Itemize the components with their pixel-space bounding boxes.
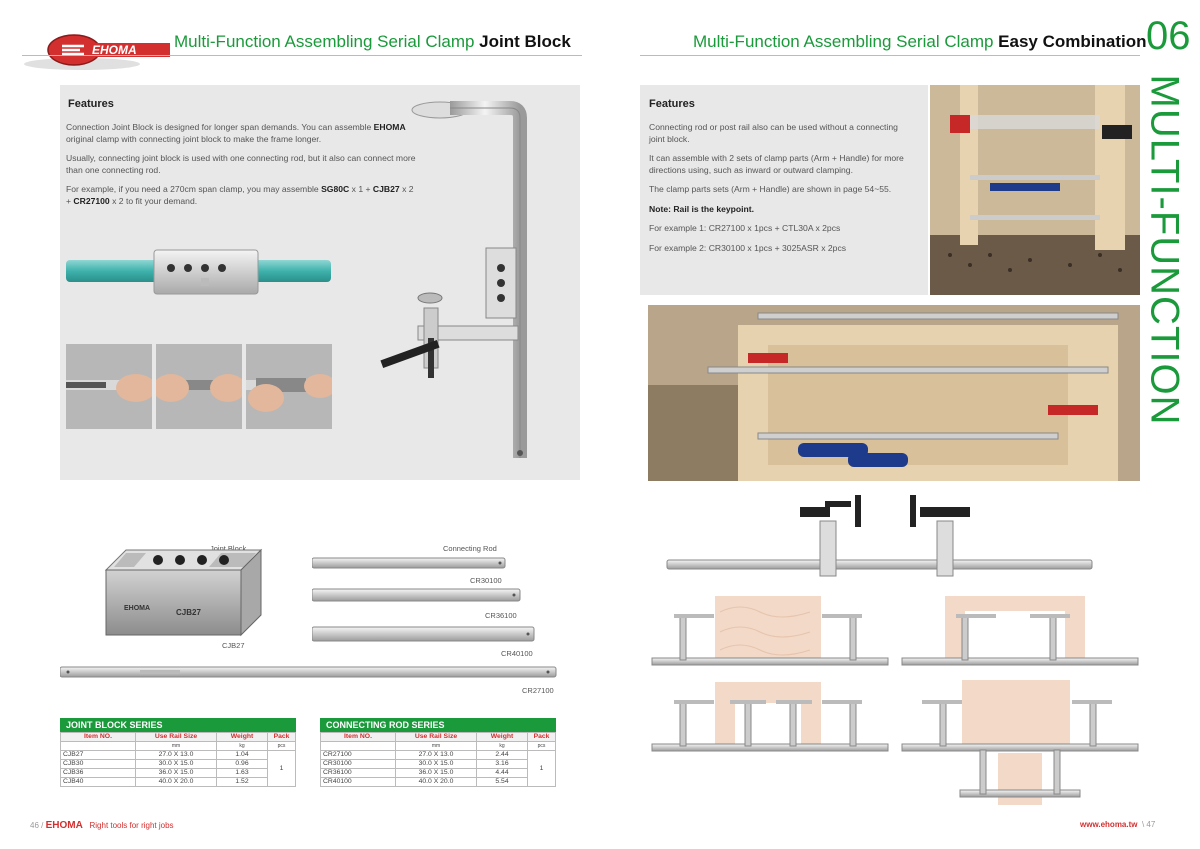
left-page-number: 46 /: [30, 821, 44, 830]
unit-pcs: pcs: [527, 741, 556, 751]
header-divider-right: [640, 55, 1140, 56]
connecting-rod-table-title: CONNECTING ROD SERIES: [320, 718, 556, 732]
right-feature-note: Note: Rail is the keypoint.: [649, 203, 755, 214]
section-number: 06: [1146, 14, 1191, 58]
workshop-photo-box-clamp: [648, 305, 1140, 481]
assembly-photo-2: [156, 344, 242, 429]
block-model-engraving: CJB27: [176, 608, 201, 617]
table-row: CR27100 27.0 X 13.0 2.44 1: [320, 750, 556, 787]
table-row: CJB36 36.0 X 15.0 1.63: [60, 768, 296, 778]
left-feature-paragraph-1: Connection Joint Block is designed for l…: [66, 122, 406, 144]
joint-block-table-title: JOINT BLOCK SERIES: [60, 718, 296, 732]
col-use-rail-size: Use Rail Size: [135, 732, 217, 742]
rod-cr36100: [311, 587, 522, 603]
right-page-number: \ 47: [1141, 820, 1156, 829]
rod-cr40100: [311, 625, 537, 643]
logo-text: EHOMA: [92, 43, 137, 57]
table-row: CR30100 30.0 X 15.0 3.16: [320, 759, 556, 769]
col-pack: Pack: [267, 732, 296, 742]
header-divider-left: [22, 55, 582, 56]
right-features-panel: [640, 85, 928, 295]
table-row: CJB30 30.0 X 15.0 0.96: [60, 759, 296, 769]
col-pack: Pack: [527, 732, 556, 742]
workshop-photo-frame-clamp: [930, 85, 1140, 295]
combination-diagram-3: [650, 678, 890, 758]
connecting-rod-series-table: CONNECTING ROD SERIES Item NO. Use Rail …: [320, 718, 556, 787]
unit-pcs: pcs: [267, 741, 296, 751]
serial-clamp-illustration: [370, 98, 540, 473]
right-feature-paragraph-3: The clamp parts sets (Arm + Handle) are …: [649, 184, 892, 194]
label-connecting-rod: Connecting Rod: [443, 544, 497, 553]
col-use-rail-size: Use Rail Size: [395, 732, 477, 742]
table-row: CJB40 40.0 X 20.0 1.52: [60, 777, 296, 787]
left-features-title: Features: [68, 98, 114, 110]
combination-diagram-1: [650, 592, 890, 672]
col-item-no: Item NO.: [320, 732, 396, 742]
col-item-no: Item NO.: [60, 732, 136, 742]
label-cr40100: CR40100: [501, 649, 533, 658]
right-feature-paragraph-1: Connecting rod or post rail also can be …: [649, 122, 898, 144]
joint-block-spec-table: Item NO. Use Rail Size Weight Pack mm kg…: [60, 732, 296, 787]
right-feature-example-1: For example 1: CR27100 x 1pcs + CTL30A x…: [649, 223, 841, 233]
footer-right: www.ehoma.tw \ 47: [1080, 820, 1155, 829]
left-feature-paragraph-2: Usually, connecting joint block is used …: [66, 153, 416, 175]
clamp-parts-on-rail-illustration: [665, 493, 1095, 583]
footer-left: 46 / EHOMA Right tools for right jobs: [30, 820, 174, 831]
label-cjb27: CJB27: [222, 641, 245, 650]
unit-kg: kg: [476, 741, 528, 751]
right-feature-paragraph-2: It can assemble with 2 sets of clamp par…: [649, 153, 904, 175]
pack-value: 1: [267, 750, 296, 787]
rod-cr30100: [311, 556, 507, 570]
left-features-text: Connection Joint Block is designed for l…: [66, 122, 416, 215]
block-brand-engraving: EHOMA: [124, 605, 150, 612]
combination-diagram-4: [900, 678, 1140, 808]
footer-url[interactable]: www.ehoma.tw: [1080, 820, 1138, 829]
combination-diagram-2: [900, 592, 1140, 672]
table-row: CR40100 40.0 X 20.0 5.54: [320, 777, 556, 787]
unit-kg: kg: [216, 741, 268, 751]
col-weight: Weight: [476, 732, 528, 742]
footer-brand: EHOMA: [45, 820, 83, 831]
footer-slogan: Right tools for right jobs: [89, 821, 174, 830]
vertical-section-title: MULTI-FUNCTION: [1142, 74, 1187, 426]
right-feature-example-2: For example 2: CR30100 x 1pcs + 3025ASR …: [649, 242, 847, 253]
unit-mm: mm: [135, 741, 217, 751]
joint-block-product-image: EHOMA CJB27: [96, 545, 266, 640]
ehoma-logo: EHOMA: [22, 28, 172, 78]
label-cr30100: CR30100: [470, 576, 502, 585]
col-weight: Weight: [216, 732, 268, 742]
label-joint-block: Joint Block: [210, 544, 247, 553]
right-page-header: Multi-Function Assembling Serial Clamp E…: [693, 32, 1147, 51]
label-cr36100: CR36100: [485, 611, 517, 620]
joint-block-series-table: JOINT BLOCK SERIES Item NO. Use Rail Siz…: [60, 718, 296, 787]
left-page-header: Multi-Function Assembling Serial Clamp J…: [174, 32, 571, 51]
rod-cr27100: [59, 664, 560, 680]
unit-mm: mm: [395, 741, 477, 751]
label-cr27100: CR27100: [522, 686, 554, 695]
pack-value: 1: [527, 750, 556, 787]
table-row: CR36100 36.0 X 15.0 4.44: [320, 768, 556, 778]
right-features-title: Features: [649, 98, 695, 110]
joint-block-rail-illustration: [66, 248, 331, 298]
connecting-rod-spec-table: Item NO. Use Rail Size Weight Pack mm kg…: [320, 732, 556, 787]
left-feature-paragraph-3: For example, if you need a 270cm span cl…: [66, 184, 414, 206]
table-row: CJB27 27.0 X 13.0 1.04 1: [60, 750, 296, 787]
right-features-text: Connecting rod or post rail also can be …: [649, 122, 911, 262]
assembly-photo-3: [246, 344, 332, 429]
assembly-photo-1: [66, 344, 152, 429]
